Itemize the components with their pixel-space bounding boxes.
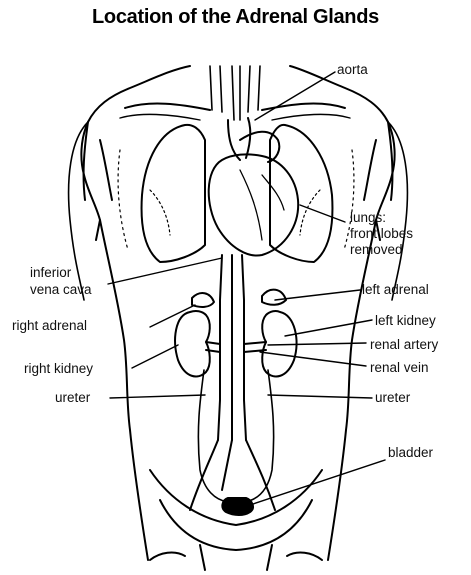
label-lungs-3: removed (350, 242, 403, 258)
torso-outline (81, 66, 394, 570)
label-bladder: bladder (388, 445, 433, 461)
label-lungs-1: lungs: (350, 210, 386, 226)
label-left-adrenal: left adrenal (362, 282, 429, 298)
kidneys (175, 290, 296, 377)
label-renal-vein: renal vein (370, 360, 429, 376)
neck-vessels (210, 66, 260, 120)
label-ivc-2: vena cava (30, 282, 92, 298)
bladder (222, 498, 253, 515)
label-ivc-1: inferior (30, 265, 71, 281)
ureters (198, 370, 273, 502)
label-right-adrenal: right adrenal (12, 318, 87, 334)
clavicles (120, 104, 350, 120)
label-aorta: aorta (337, 62, 368, 78)
lungs (118, 125, 354, 262)
label-right-kidney: right kidney (24, 361, 93, 377)
label-renal-artery: renal artery (370, 337, 438, 353)
label-left-kidney: left kidney (375, 313, 436, 329)
heart (209, 118, 298, 256)
label-lungs-2: front lobes (350, 226, 413, 242)
label-ureter-right-side: ureter (55, 390, 90, 406)
label-ureter-left-side: ureter (375, 390, 410, 406)
